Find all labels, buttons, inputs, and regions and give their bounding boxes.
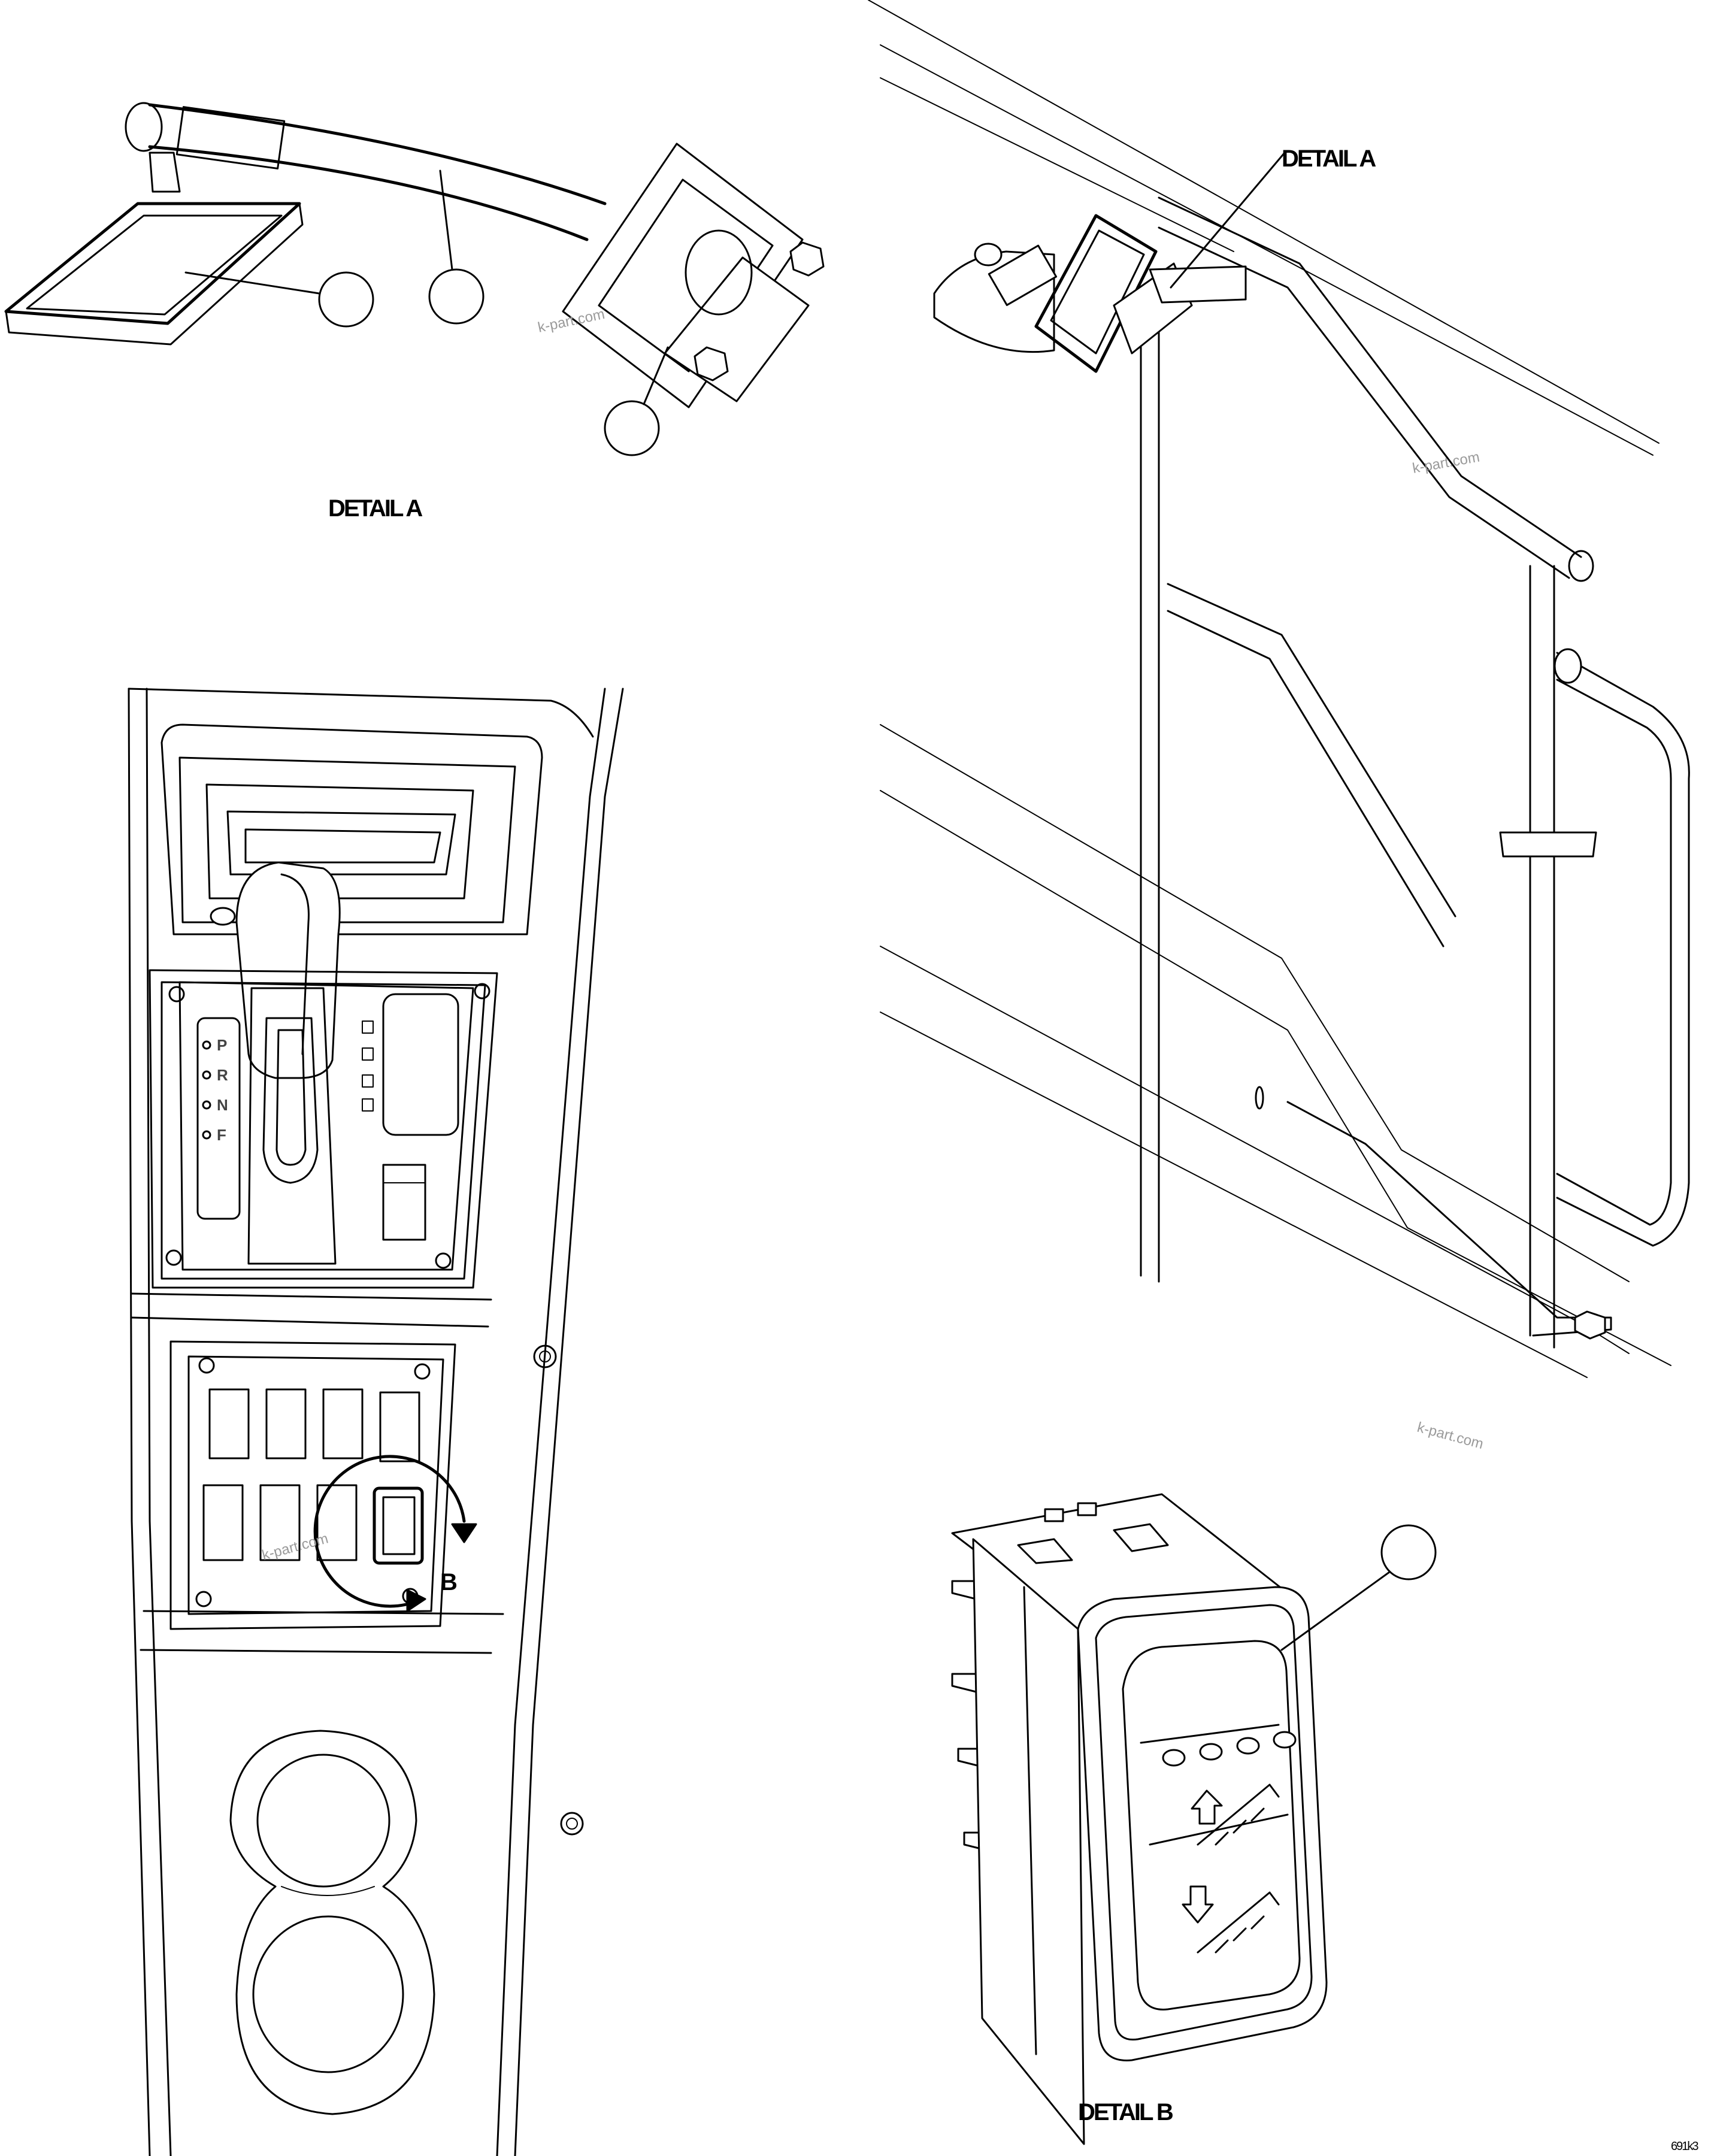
watermark-deck: k-part.com <box>1415 1419 1485 1452</box>
detail-b-callout-label: B <box>440 1569 457 1595</box>
callout-circle-bracket <box>604 400 660 456</box>
detail-b-title: DETAIL B <box>1078 2099 1173 2125</box>
watermark-rail: k-part.com <box>1411 449 1480 477</box>
figure-code: 691k3 <box>1671 2140 1698 2153</box>
highlighted-rocker-switch <box>373 1486 424 1565</box>
gear-r-label: R <box>217 1066 228 1084</box>
detail-a-callout-label: DETAIL A <box>1282 146 1376 172</box>
installed-mirror <box>933 214 1247 373</box>
gear-n-label: N <box>217 1096 228 1114</box>
operator-console: P R N F <box>128 688 624 2156</box>
mirror-arm <box>148 103 607 205</box>
status-icons <box>362 1021 374 1112</box>
rocker-switch-detail-b: DETAIL B <box>951 1493 1437 2145</box>
cup-holder <box>229 1730 435 2115</box>
callout-circle-arm <box>428 268 484 325</box>
mirror-glass <box>4 202 301 325</box>
mirror-assembly-detail-a: DETAIL A <box>4 102 825 522</box>
callout-circle-switch <box>1380 1524 1437 1580</box>
switch-blanks <box>202 1388 420 1561</box>
handrail-view: DETAIL A <box>868 0 1690 1378</box>
detail-b-callout-ring <box>313 1455 466 1608</box>
gear-f-label: F <box>217 1126 226 1144</box>
callout-circle-mirror <box>318 271 374 328</box>
gear-p-label: P <box>217 1036 227 1054</box>
rocker-paddle <box>1122 1640 1301 2010</box>
detail-a-title: DETAIL A <box>328 495 422 522</box>
mirror-bracket <box>562 143 825 408</box>
shift-lever <box>210 861 341 1079</box>
